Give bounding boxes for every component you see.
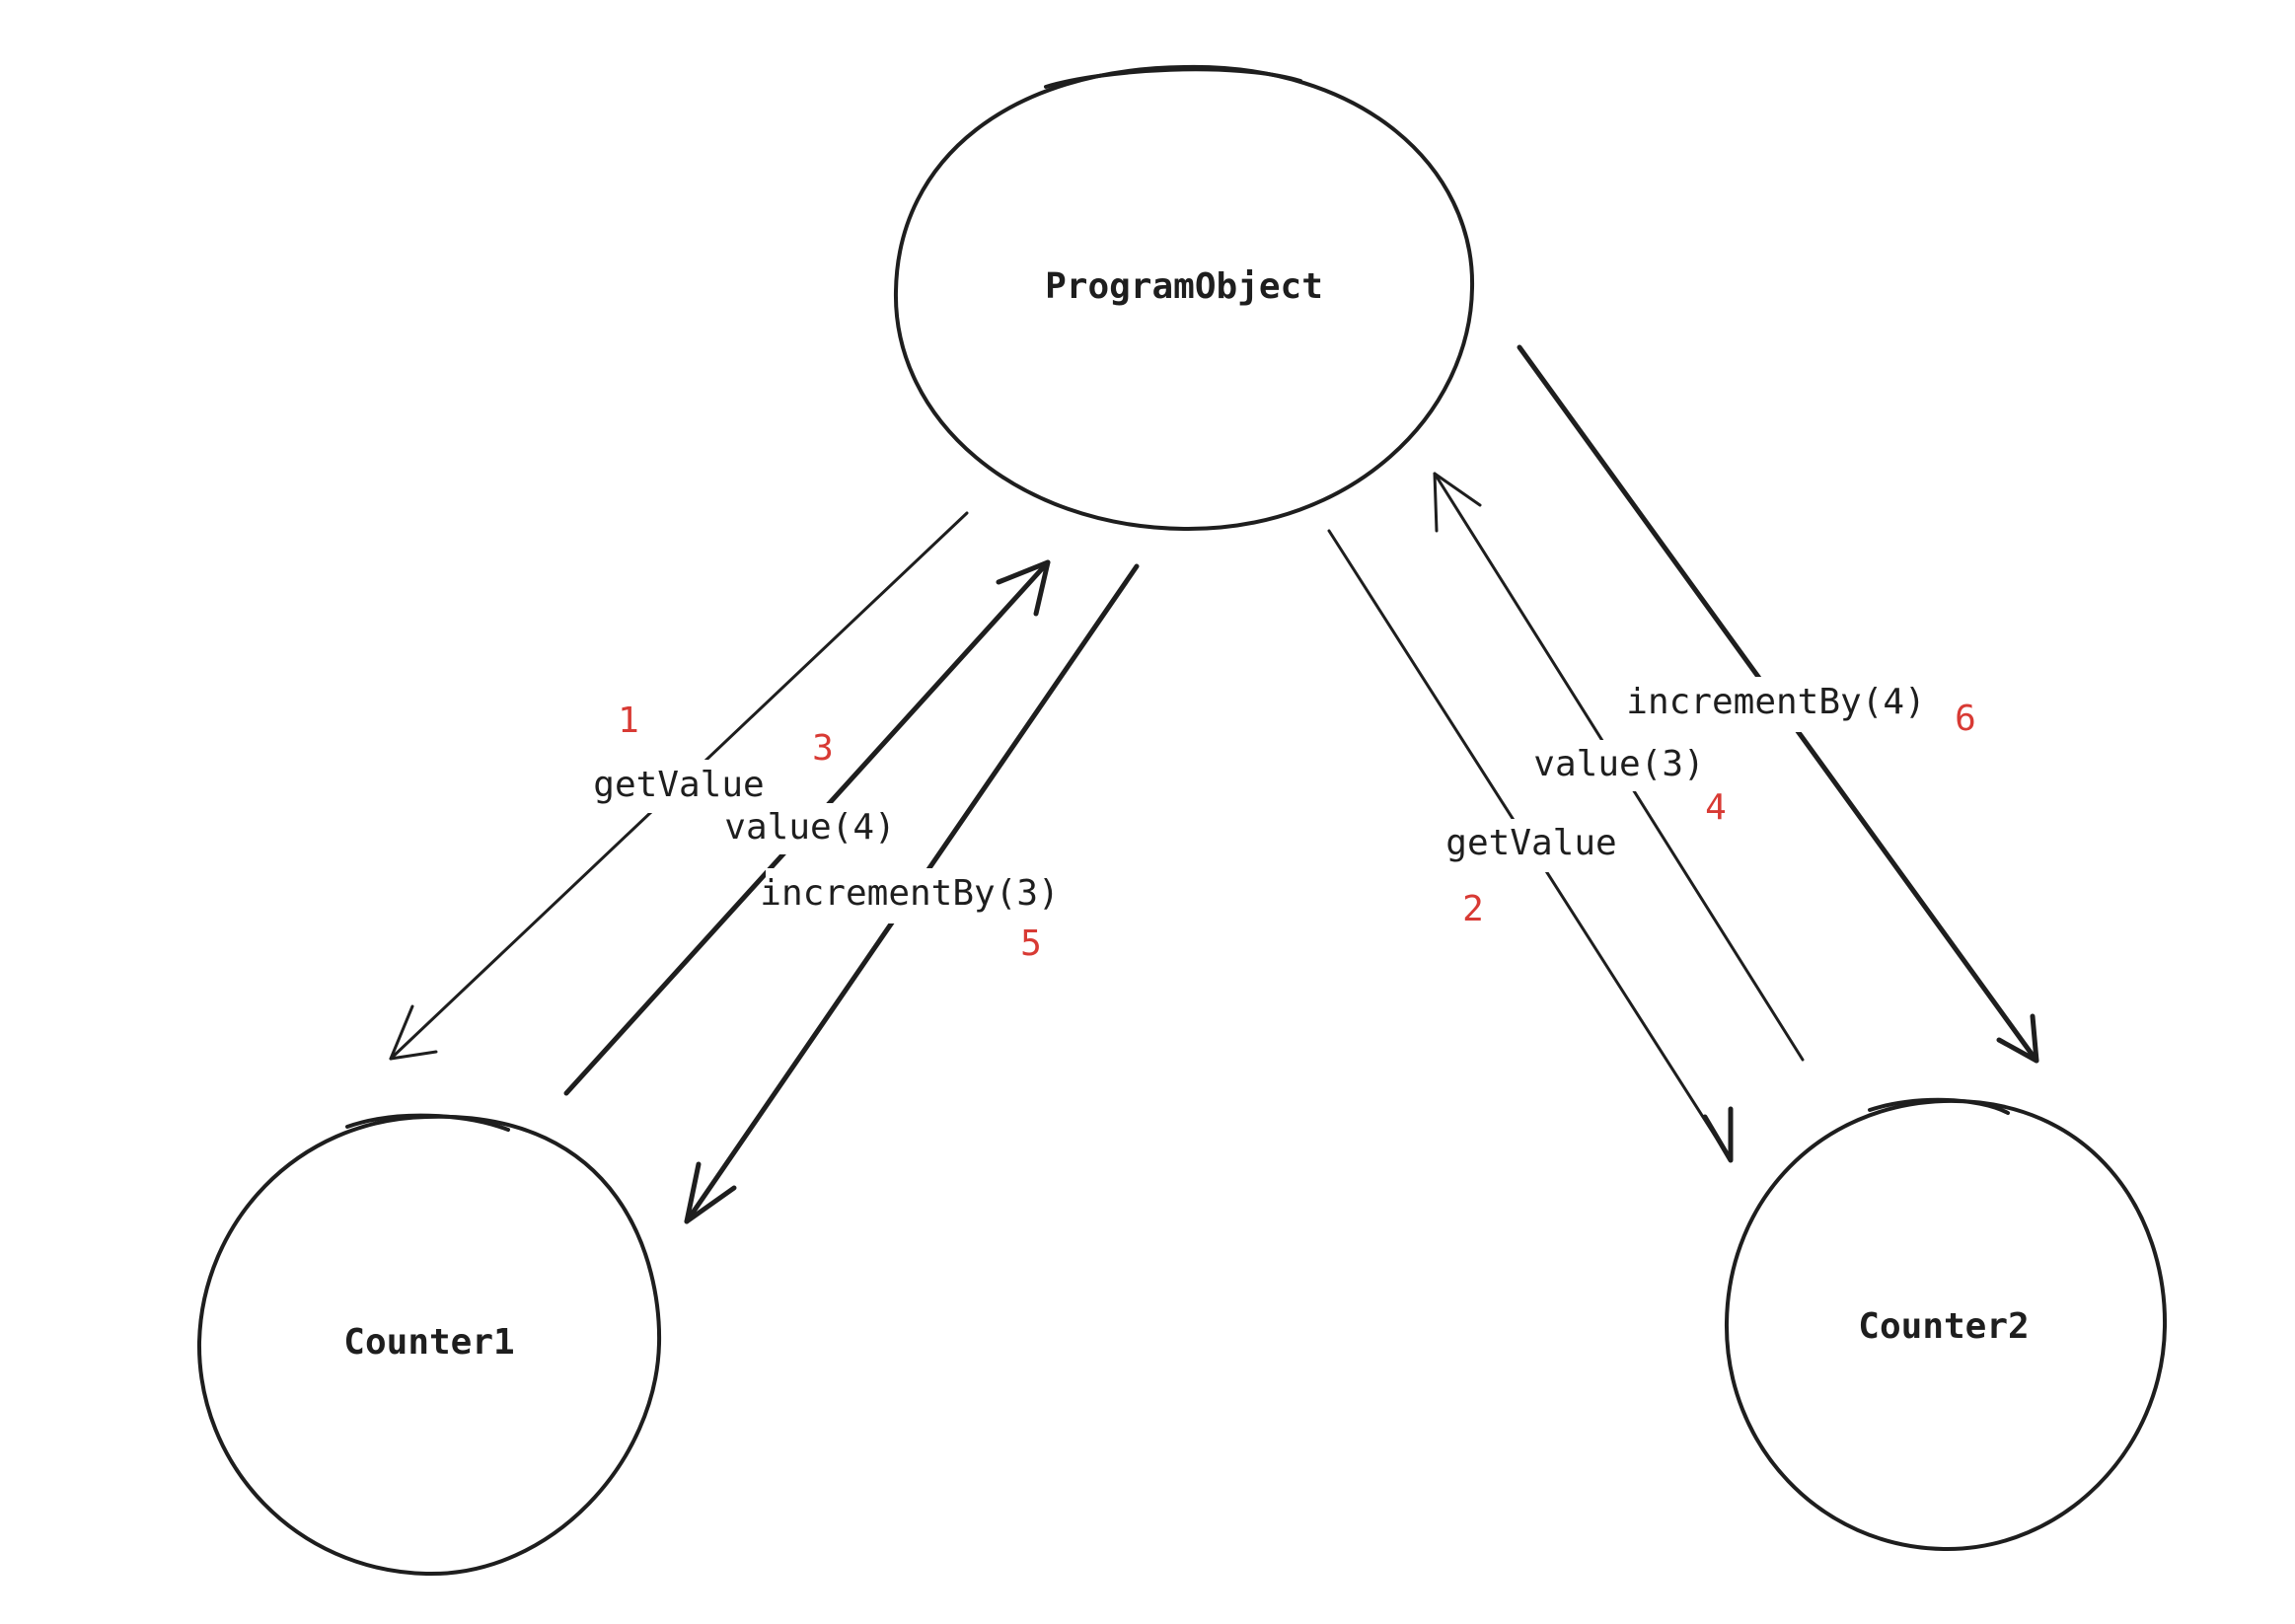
message-3-value-4[interactable]: value(4) 3 [563, 559, 1051, 1096]
message-4-arrowhead [1433, 472, 1482, 533]
counter1-circle-sketch [345, 1113, 510, 1132]
program-object-label: ProgramObject [1045, 266, 1323, 307]
message-4-label: value(3) [1533, 744, 1704, 784]
counter1-label: Counter1 [343, 1322, 514, 1363]
program-object-circle-sketch [1044, 67, 1302, 89]
message-2-get-value-counter2[interactable]: getValue 2 [1327, 529, 1734, 1163]
message-3-arrowhead [996, 559, 1051, 617]
message-1-step-number: 1 [618, 701, 639, 741]
message-5-increment-by-3[interactable]: incrementBy(3) 5 [684, 563, 1140, 1224]
message-4-value-3[interactable]: value(3) 4 [1433, 472, 1805, 1062]
message-2-step-number: 2 [1462, 889, 1484, 929]
message-1-arrowhead [389, 1004, 438, 1061]
node-counter1[interactable]: Counter1 [196, 1113, 662, 1577]
counter2-label: Counter2 [1858, 1306, 2029, 1347]
message-5-label: incrementBy(3) [760, 873, 1059, 914]
message-5-step-number: 5 [1020, 923, 1042, 964]
message-5-label-bg [766, 868, 1056, 923]
message-5-arrowhead [684, 1161, 737, 1224]
node-counter2[interactable]: Counter2 [1724, 1097, 2168, 1552]
counter2-circle-sketch [1868, 1097, 2010, 1115]
message-3-step-number: 3 [812, 728, 834, 769]
counter2-circle [1724, 1098, 2168, 1552]
message-2-arrowhead [1702, 1106, 1734, 1163]
message-1-label: getValue [593, 765, 764, 805]
node-program-object[interactable]: ProgramObject [893, 64, 1475, 532]
message-6-increment-by-4[interactable]: incrementBy(4) 6 [1517, 344, 2039, 1064]
program-object-circle [893, 64, 1475, 532]
message-6-label: incrementBy(4) [1626, 682, 1925, 722]
message-6-step-number: 6 [1955, 699, 1976, 739]
message-3-label: value(4) [724, 807, 895, 848]
message-6-arrowhead [1996, 1013, 2039, 1064]
message-2-label-bg [1443, 819, 1620, 872]
message-3-label-bg [730, 803, 892, 854]
message-2-label: getValue [1445, 823, 1616, 863]
message-1-get-value-counter1[interactable]: getValue 1 [389, 511, 969, 1061]
message-4-label-bg [1539, 740, 1701, 791]
message-6-label-bg [1628, 677, 1924, 732]
message-4-step-number: 4 [1705, 787, 1727, 828]
counter1-circle [196, 1114, 662, 1577]
